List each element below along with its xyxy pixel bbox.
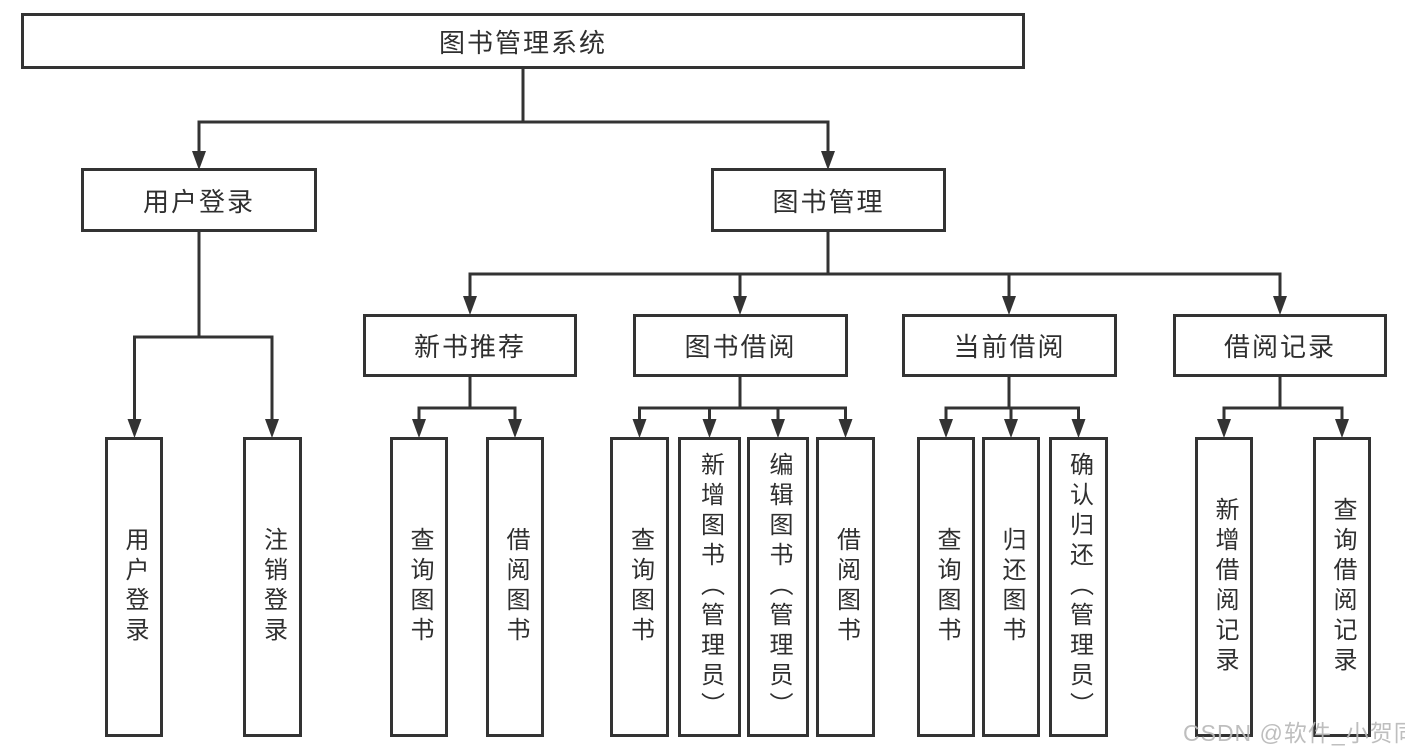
leaf-query-borrow-record: 查询借阅记录 <box>1313 437 1371 737</box>
leaf-edit-book-admin: 编辑图书（管理员） <box>747 437 809 737</box>
leaf-query-books-recommend: 查询图书 <box>390 437 448 737</box>
leaf-logout: 注销登录 <box>243 437 302 737</box>
connector-book-mgmt-to-level3 <box>463 232 1287 315</box>
leaf-confirm-return-admin: 确认归还（管理员） <box>1049 437 1108 737</box>
connector-root-to-level2 <box>192 69 835 170</box>
node-user-login: 用户登录 <box>81 168 317 232</box>
leaf-query-books-borrow: 查询图书 <box>610 437 669 737</box>
leaf-query-books-current: 查询图书 <box>917 437 975 737</box>
leaf-borrow-books: 借阅图书 <box>816 437 875 737</box>
connector-new-book-group <box>412 377 522 438</box>
leaf-borrow-books-recommend: 借阅图书 <box>486 437 544 737</box>
node-borrow-records: 借阅记录 <box>1173 314 1387 377</box>
leaf-return-book: 归还图书 <box>982 437 1040 737</box>
connector-borrow-records-group <box>1217 377 1349 438</box>
leaf-add-book-admin: 新增图书（管理员） <box>678 437 741 737</box>
node-root: 图书管理系统 <box>21 13 1025 69</box>
node-new-book-recommend: 新书推荐 <box>363 314 577 377</box>
connector-current-borrow-group <box>939 377 1086 438</box>
connector-book-borrow-group <box>632 377 853 438</box>
leaf-add-borrow-record: 新增借阅记录 <box>1195 437 1253 737</box>
leaf-user-login: 用户登录 <box>105 437 163 737</box>
node-book-mgmt: 图书管理 <box>711 168 946 232</box>
node-current-borrow: 当前借阅 <box>902 314 1117 377</box>
connector-user-login-branch <box>127 232 279 438</box>
csdn-watermark: CSDN @软件_小贺同学 <box>1183 720 1405 746</box>
node-book-borrow: 图书借阅 <box>633 314 848 377</box>
